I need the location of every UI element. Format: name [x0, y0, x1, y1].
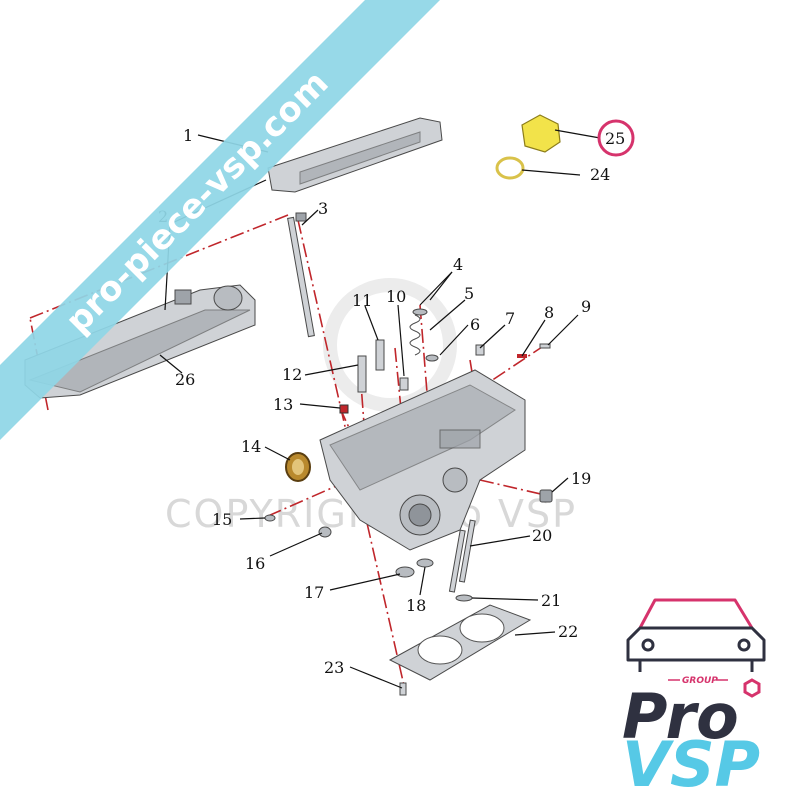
callout-15: 15 — [212, 510, 232, 529]
callout-5: 5 — [464, 284, 474, 303]
callout-16: 16 — [245, 554, 265, 573]
callout-10: 10 — [386, 287, 406, 306]
callout-13: 13 — [273, 395, 293, 414]
hex-nut-icon — [743, 678, 761, 698]
bolt-part — [287, 212, 315, 338]
logo-vsp-text: VSP — [622, 728, 760, 800]
callout-1: 1 — [183, 126, 193, 145]
callout-18: 18 — [406, 596, 426, 615]
oil-cap-part — [495, 114, 561, 180]
callout-3: 3 — [318, 199, 328, 218]
callout-labels: 1 2 3 4 5 6 7 8 9 10 11 12 13 14 15 16 1… — [158, 126, 625, 677]
callout-11: 11 — [352, 291, 372, 310]
callout-20: 20 — [532, 526, 552, 545]
banner-band — [0, 0, 440, 440]
callout-21: 21 — [541, 591, 561, 610]
callout-19: 19 — [571, 469, 591, 488]
callout-24: 24 — [590, 165, 610, 184]
car-outline-icon — [626, 598, 766, 672]
callout-9: 9 — [581, 297, 591, 316]
valve-cover-part — [24, 284, 256, 399]
callout-23: 23 — [324, 658, 344, 677]
logo-group-text: GROUP — [682, 676, 718, 686]
callout-12: 12 — [282, 365, 302, 384]
small-parts — [264, 308, 553, 602]
callout-17: 17 — [304, 583, 324, 602]
callout-25: 25 — [605, 129, 625, 148]
callout-7: 7 — [505, 309, 515, 328]
callout-22: 22 — [558, 622, 578, 641]
head-gasket-part — [388, 604, 532, 681]
cylinder-head-part — [319, 369, 526, 551]
centerline — [479, 479, 546, 496]
callout-6: 6 — [470, 315, 480, 334]
bolt-23-part — [399, 682, 407, 696]
callout-26: 26 — [175, 370, 195, 389]
logo-pro-text: Pro — [622, 680, 739, 753]
pro-vsp-logo: GROUP Pro VSP — [622, 598, 766, 800]
callout-14: 14 — [241, 437, 261, 456]
callout-8: 8 — [544, 303, 554, 322]
callout-4: 4 — [453, 255, 463, 274]
url-banner: pro-piece-vsp.com — [0, 0, 440, 440]
cam-carrier-part — [267, 117, 443, 193]
highlight-ring — [597, 119, 635, 157]
